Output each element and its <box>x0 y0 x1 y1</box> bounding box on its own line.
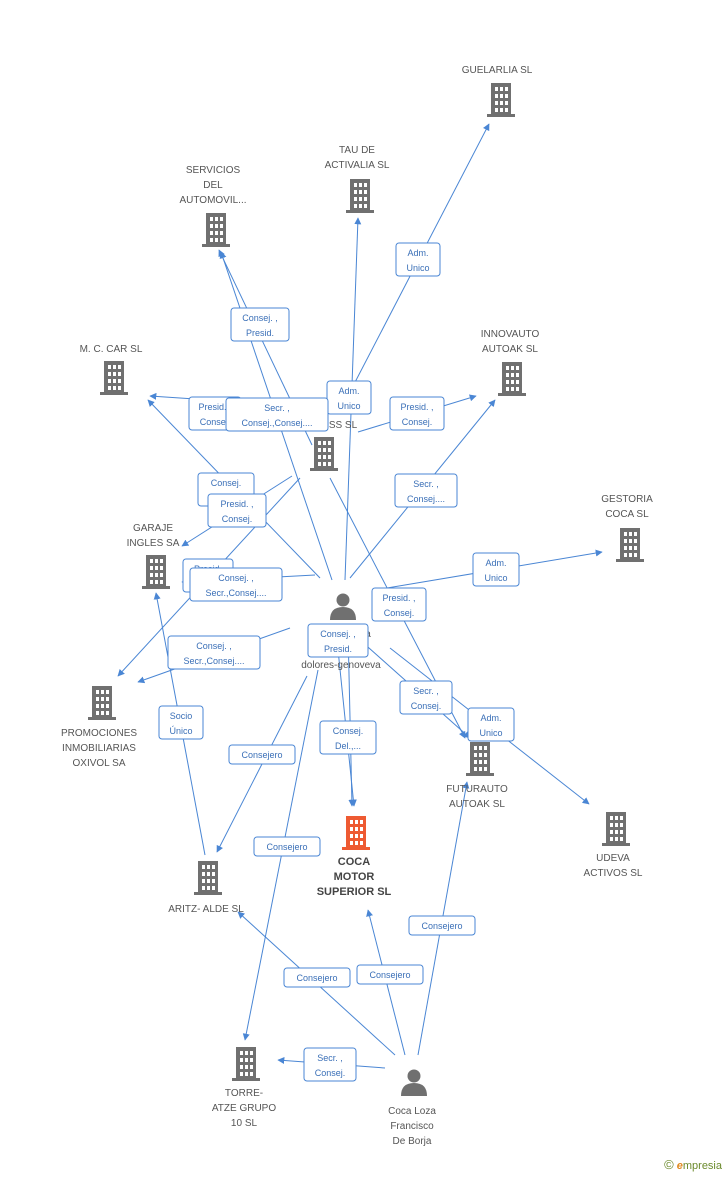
relation-box[interactable]: Consejero <box>356 964 424 985</box>
relation-box[interactable]: Secr. ,Consej.... <box>394 473 458 508</box>
svg-text:Consej. ,Secr.,Consej....: Consej. ,Secr.,Consej.... <box>205 573 266 598</box>
relation-box[interactable]: Adm.Unico <box>467 707 515 742</box>
svg-text:Adm.Unico: Adm.Unico <box>406 248 429 273</box>
relation-box[interactable]: Adm.Unico <box>395 242 441 277</box>
svg-text:Adm.Unico: Adm.Unico <box>337 386 360 411</box>
futurauto-building-icon[interactable] <box>466 742 494 776</box>
svg-text:Consejero: Consejero <box>266 842 307 852</box>
svg-text:Secr. ,Consej....: Secr. ,Consej.... <box>407 479 445 504</box>
mccar-building-icon[interactable] <box>100 361 128 395</box>
guelarlia-building-icon[interactable] <box>487 83 515 117</box>
relation-box[interactable]: Adm.Unico <box>472 552 520 587</box>
relation-box[interactable]: Consejero <box>253 836 321 857</box>
brand-logo-letter: e <box>676 1160 683 1172</box>
relation-box[interactable]: Consejero <box>228 744 296 765</box>
svg-text:Presid. ,Consej.: Presid. ,Consej. <box>400 402 433 427</box>
relation-box[interactable]: Consej. ,Presid. <box>307 623 369 658</box>
node-icons <box>88 83 644 1096</box>
brand-name: mpresia <box>682 1160 722 1172</box>
hub-building-icon[interactable] <box>310 437 338 471</box>
svg-text:Consejero: Consejero <box>369 970 410 980</box>
node-label[interactable]: SS SL <box>329 420 358 431</box>
svg-text:Adm.Unico: Adm.Unico <box>484 558 507 583</box>
svg-text:Secr. ,Consej.: Secr. ,Consej. <box>315 1053 346 1078</box>
relation-box[interactable]: Consejero <box>408 915 476 936</box>
relation-box[interactable]: Secr. ,Consej. <box>303 1047 357 1082</box>
aritz-building-icon[interactable] <box>194 861 222 895</box>
relation-box[interactable]: Presid. ,Consej. <box>389 396 445 431</box>
svg-text:Secr. ,Consej.,Consej....: Secr. ,Consej.,Consej.... <box>241 403 312 428</box>
relation-box[interactable]: Secr. ,Consej.,Consej.... <box>225 397 329 432</box>
svg-text:Consej. ,Presid.: Consej. ,Presid. <box>320 629 356 654</box>
svg-text:Consejero: Consejero <box>421 921 462 931</box>
svg-text:Consejero: Consejero <box>241 750 282 760</box>
dolores-person-icon[interactable] <box>330 593 356 621</box>
udeva-building-icon[interactable] <box>602 812 630 846</box>
svg-text:Consej.: Consej. <box>211 478 242 488</box>
gestoria-building-icon[interactable] <box>616 528 644 562</box>
relation-box[interactable]: Consej. ,Secr.,Consej.... <box>167 635 261 670</box>
svg-text:Presid. ,Consej.: Presid. ,Consej. <box>382 593 415 618</box>
garaje-building-icon[interactable] <box>142 555 170 589</box>
relation-box[interactable]: Presid. ,Consej. <box>371 587 427 622</box>
svg-text:Consej.Del.,...: Consej.Del.,... <box>333 726 364 751</box>
relation-box[interactable]: Consej.Del.,... <box>319 720 377 755</box>
svg-text:Secr. ,Consej.: Secr. ,Consej. <box>411 686 442 711</box>
relation-box[interactable]: Presid. ,Consej. <box>207 493 267 528</box>
copyright-symbol: © <box>664 1157 674 1172</box>
svg-text:Presid. ,Consej.: Presid. ,Consej. <box>220 499 253 524</box>
svg-text:Consej. ,Secr.,Consej....: Consej. ,Secr.,Consej.... <box>183 641 244 666</box>
relation-box[interactable]: Consejero <box>283 967 351 988</box>
tau-building-icon[interactable] <box>346 179 374 213</box>
brand-footer: ©empresia <box>664 1157 722 1172</box>
node-label[interactable]: M. C. CAR SL <box>80 344 143 355</box>
svg-text:Consej. ,Presid.: Consej. ,Presid. <box>242 313 278 338</box>
svg-text:Presid. ,Consej.: Presid. ,Consej. <box>198 402 231 427</box>
relation-boxes: Adm.Unico Consej. ,Presid. Adm.Unico Pre… <box>158 242 520 1082</box>
svg-text:Adm.Unico: Adm.Unico <box>479 713 502 738</box>
relation-box[interactable]: Consej. ,Secr.,Consej.... <box>189 567 283 602</box>
relation-box[interactable]: Secr. ,Consej. <box>399 680 453 715</box>
relation-box[interactable]: Adm.Unico <box>326 380 372 415</box>
relation-box[interactable]: Consej. ,Presid. <box>230 307 290 342</box>
node-label[interactable]: ARITZ- ALDE SL <box>168 904 244 915</box>
svg-text:Consejero: Consejero <box>296 973 337 983</box>
borja-person-icon[interactable] <box>401 1069 427 1097</box>
promociones-building-icon[interactable] <box>88 686 116 720</box>
node-label[interactable]: GUELARLIA SL <box>462 65 533 76</box>
torre-building-icon[interactable] <box>232 1047 260 1081</box>
coca-building-icon[interactable] <box>342 816 370 850</box>
servicios-building-icon[interactable] <box>202 213 230 247</box>
innovauto-building-icon[interactable] <box>498 362 526 396</box>
